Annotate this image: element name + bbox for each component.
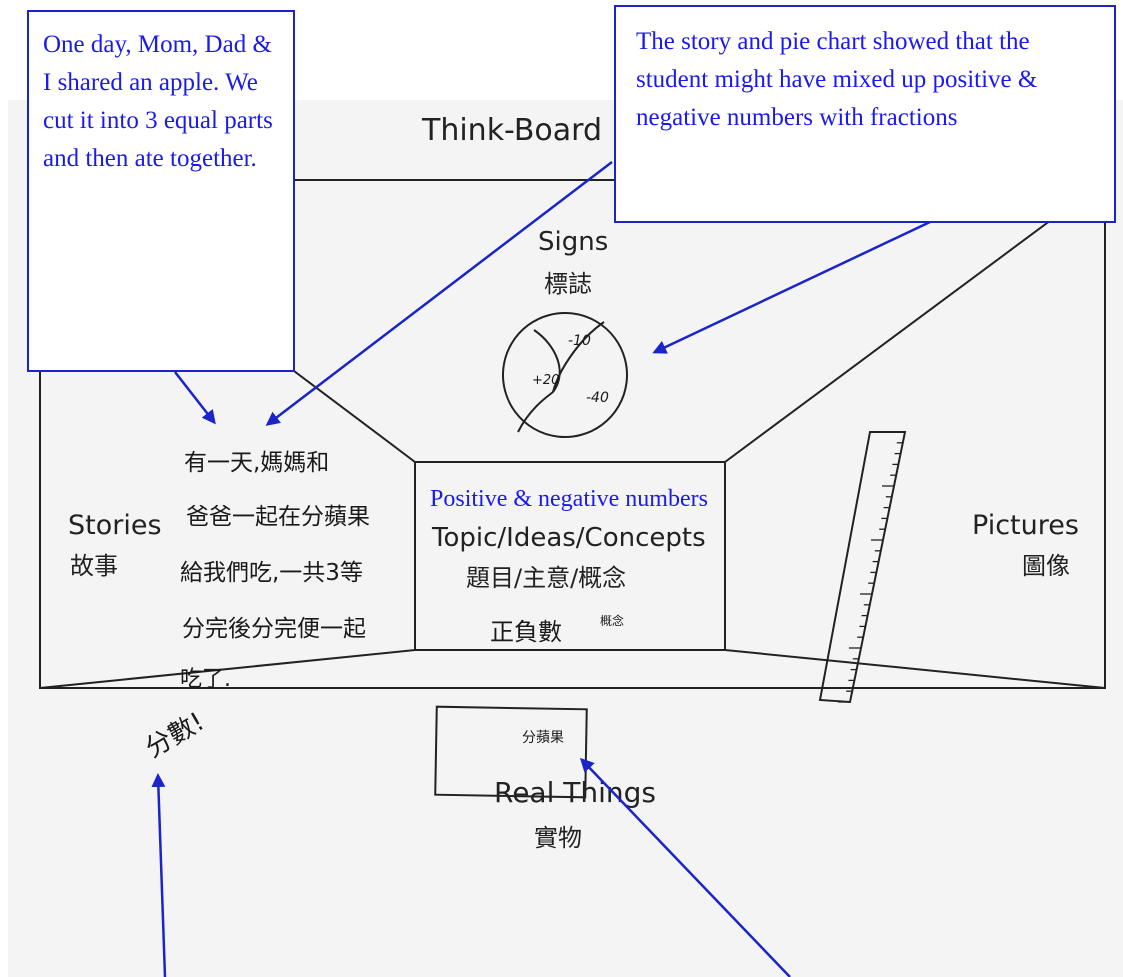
pictures-label: Pictures <box>972 510 1079 541</box>
analysis-to-story-arrow <box>265 161 613 426</box>
topic-answer: 正負數 <box>490 618 562 646</box>
board-center-box <box>414 461 726 651</box>
handwritten-story: 有一天,媽媽和 爸爸一起在分蘋果 給我們吃,一共3等 分完後分完便一起 吃了. <box>180 450 370 692</box>
analysis-to-pie-arrow <box>652 220 931 354</box>
story-translation-arrow <box>174 371 216 425</box>
fraction-note-arrow <box>151 773 167 977</box>
story-line-1: 有一天,媽媽和 <box>184 450 329 476</box>
real-things-label: Real Things <box>494 776 656 809</box>
pie-label-3: -40 <box>586 390 609 406</box>
topic-label: Topic/Ideas/Concepts <box>431 523 706 553</box>
ruler-sketch <box>818 431 907 704</box>
topic-label-zh: 題目/主意/概念 <box>466 564 626 592</box>
real-thing-arrow <box>579 757 791 977</box>
stories-label-zh: 故事 <box>70 552 118 580</box>
analysis-note: The story and pie chart showed that the … <box>614 5 1116 223</box>
annotation-arrows <box>151 161 931 977</box>
signs-label-zh: 標誌 <box>544 270 592 298</box>
pie-label-2: +20 <box>532 373 559 388</box>
real-thing-box <box>434 705 588 799</box>
board-title: Think-Board <box>421 113 602 148</box>
story-line-4: 分完後分完便一起 <box>182 616 366 642</box>
topic-caption: Positive & negative numbers <box>430 486 708 512</box>
fraction-note: 分數! <box>141 707 210 764</box>
story-translation-note: One day, Mom, Dad & I shared an apple. W… <box>27 10 295 372</box>
board-outer-frame <box>39 179 1106 689</box>
real-thing-label: 分蘋果 <box>522 730 564 746</box>
topic-small-note: 概念 <box>600 613 624 628</box>
story-line-2: 爸爸一起在分蘋果 <box>186 504 370 530</box>
story-line-3: 給我們吃,一共3等 <box>180 560 363 586</box>
signs-label: Signs <box>538 227 608 257</box>
pictures-label-zh: 圖像 <box>1022 552 1070 580</box>
pie-label-1: -10 <box>568 333 591 349</box>
story-line-5: 吃了. <box>180 667 231 692</box>
stories-label: Stories <box>68 510 162 541</box>
real-things-label-zh: 實物 <box>534 824 582 852</box>
pie-chart-sketch: -10 +20 -40 <box>502 312 628 438</box>
